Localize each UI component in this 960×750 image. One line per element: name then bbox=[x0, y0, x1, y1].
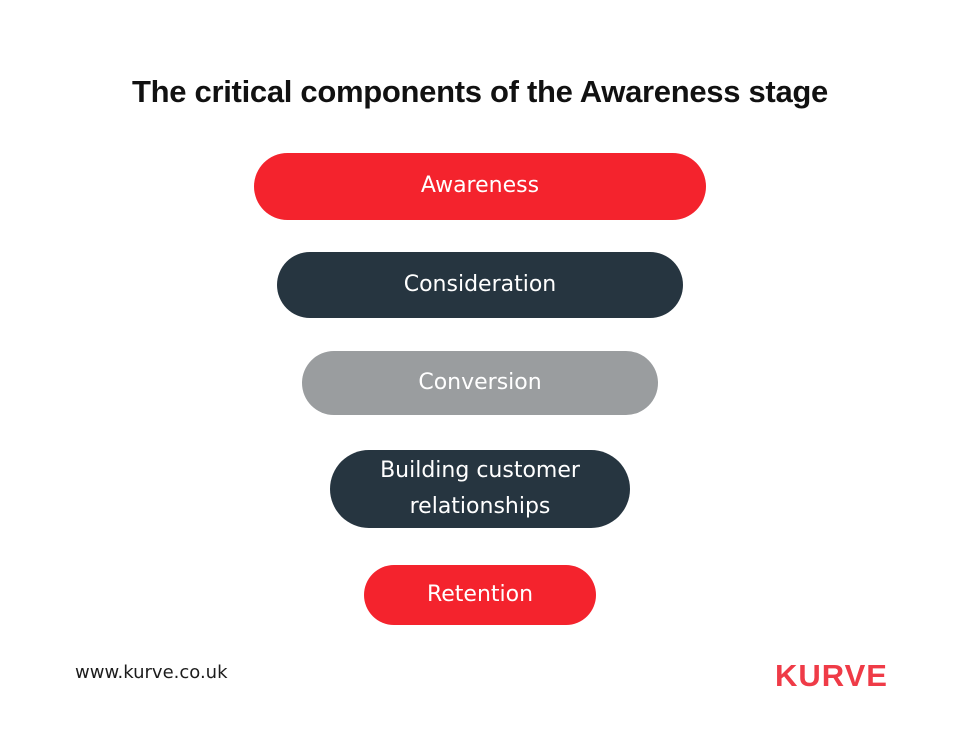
funnel-stage-awareness: Awareness bbox=[254, 153, 706, 220]
website-link[interactable]: www.kurve.co.uk bbox=[75, 662, 228, 683]
page-title: The critical components of the Awareness… bbox=[132, 74, 828, 109]
funnel-stage-conversion: Conversion bbox=[302, 351, 658, 415]
funnel-stage-consideration: Consideration bbox=[277, 252, 683, 318]
kurve-logo: KURVE bbox=[775, 658, 888, 693]
funnel-stage-building-customer-relationships: Building customer relationships bbox=[330, 450, 630, 528]
funnel-stage-retention: Retention bbox=[364, 565, 596, 625]
